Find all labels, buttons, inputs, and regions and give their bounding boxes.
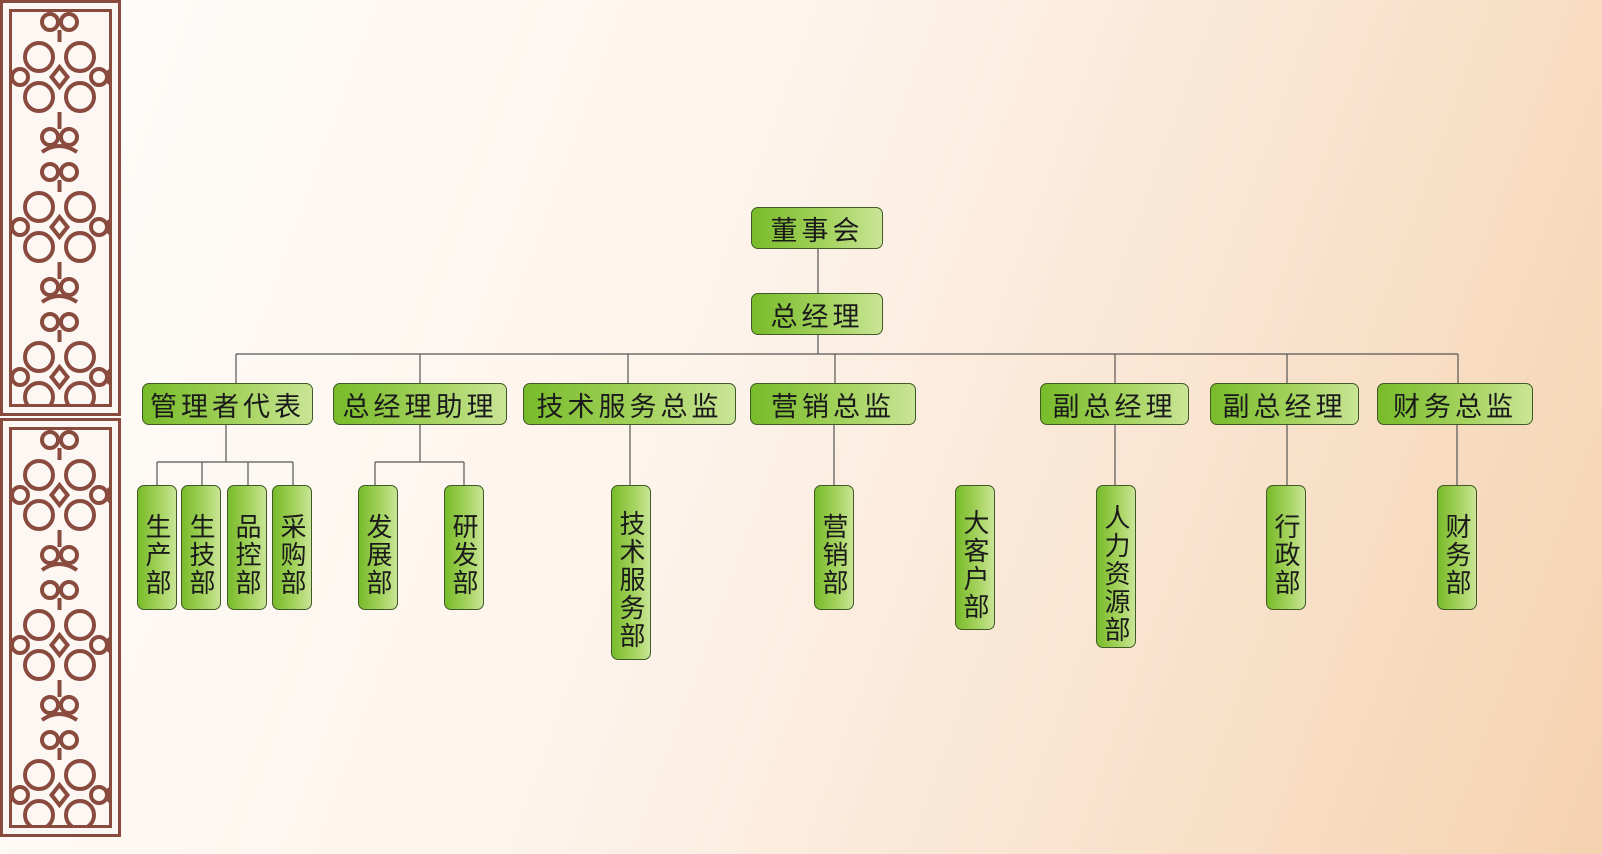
node-hr-dept: 人力资源部 bbox=[1096, 485, 1136, 648]
node-purchasing-dept: 采购部 bbox=[272, 485, 312, 610]
node-development-dept: 发展部 bbox=[358, 485, 398, 610]
ornament-panel-bottom bbox=[0, 418, 121, 837]
node-gm-assistant: 总经理助理 bbox=[333, 383, 507, 425]
node-general-manager: 总经理 bbox=[751, 293, 883, 335]
node-management-rep: 管理者代表 bbox=[142, 383, 313, 425]
node-finance-director: 财务总监 bbox=[1377, 383, 1533, 425]
node-rnd-dept: 研发部 bbox=[444, 485, 484, 610]
node-deputy-gm-2: 副总经理 bbox=[1210, 383, 1359, 425]
node-quality-dept: 品控部 bbox=[227, 485, 267, 610]
node-tech-service-dept: 技术服务部 bbox=[611, 485, 651, 660]
ornament-pattern-icon bbox=[12, 12, 109, 404]
node-finance-dept: 财务部 bbox=[1437, 485, 1477, 610]
node-key-account-dept: 大客户部 bbox=[955, 485, 995, 630]
ornament-pattern-icon bbox=[12, 430, 109, 825]
node-marketing-dept: 营销部 bbox=[814, 485, 854, 610]
node-admin-dept: 行政部 bbox=[1266, 485, 1306, 610]
node-prod-tech-dept: 生技部 bbox=[181, 485, 221, 610]
node-board: 董事会 bbox=[751, 207, 883, 249]
node-deputy-gm-1: 副总经理 bbox=[1040, 383, 1189, 425]
ornament-panel-top bbox=[0, 0, 121, 416]
node-tech-service-director: 技术服务总监 bbox=[523, 383, 736, 425]
node-production-dept: 生产部 bbox=[137, 485, 177, 610]
node-marketing-director: 营销总监 bbox=[750, 383, 916, 425]
